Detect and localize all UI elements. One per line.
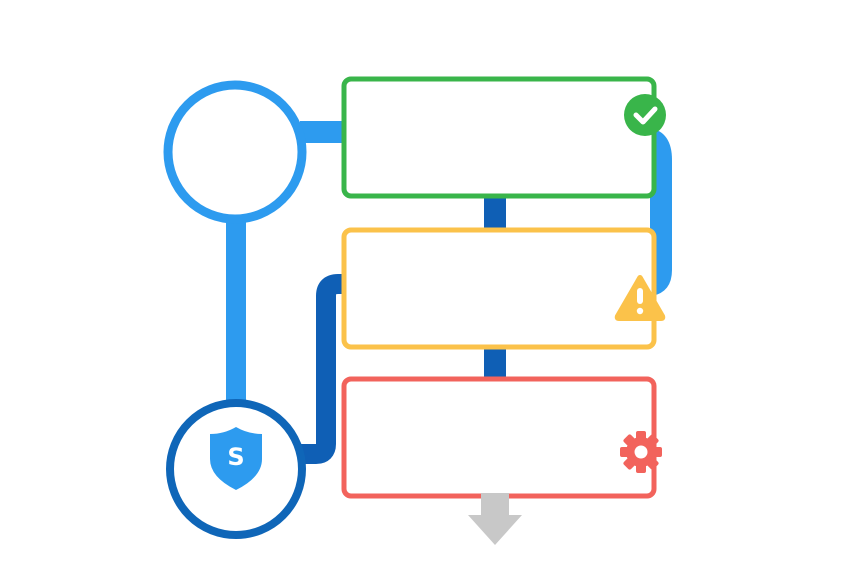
- check-circle-icon: [624, 94, 666, 136]
- warning-triangle-icon: [614, 275, 666, 321]
- error-box[interactable]: [341, 376, 657, 499]
- connector-warning-to-error: [484, 348, 506, 378]
- arrow-down-icon: [468, 493, 522, 545]
- connector-success-to-warning: [484, 198, 506, 230]
- shield-letter: S: [227, 443, 244, 471]
- connector-shield-to-warning-box: [296, 274, 348, 464]
- connector-circle-to-shield: [226, 220, 246, 410]
- shield-s-icon: S: [210, 427, 262, 490]
- connector-circle-to-success-box: [300, 121, 345, 143]
- warning-box[interactable]: [341, 227, 657, 350]
- top-circle-node[interactable]: [163, 80, 307, 224]
- success-box[interactable]: [341, 76, 657, 199]
- gear-icon: [620, 431, 662, 473]
